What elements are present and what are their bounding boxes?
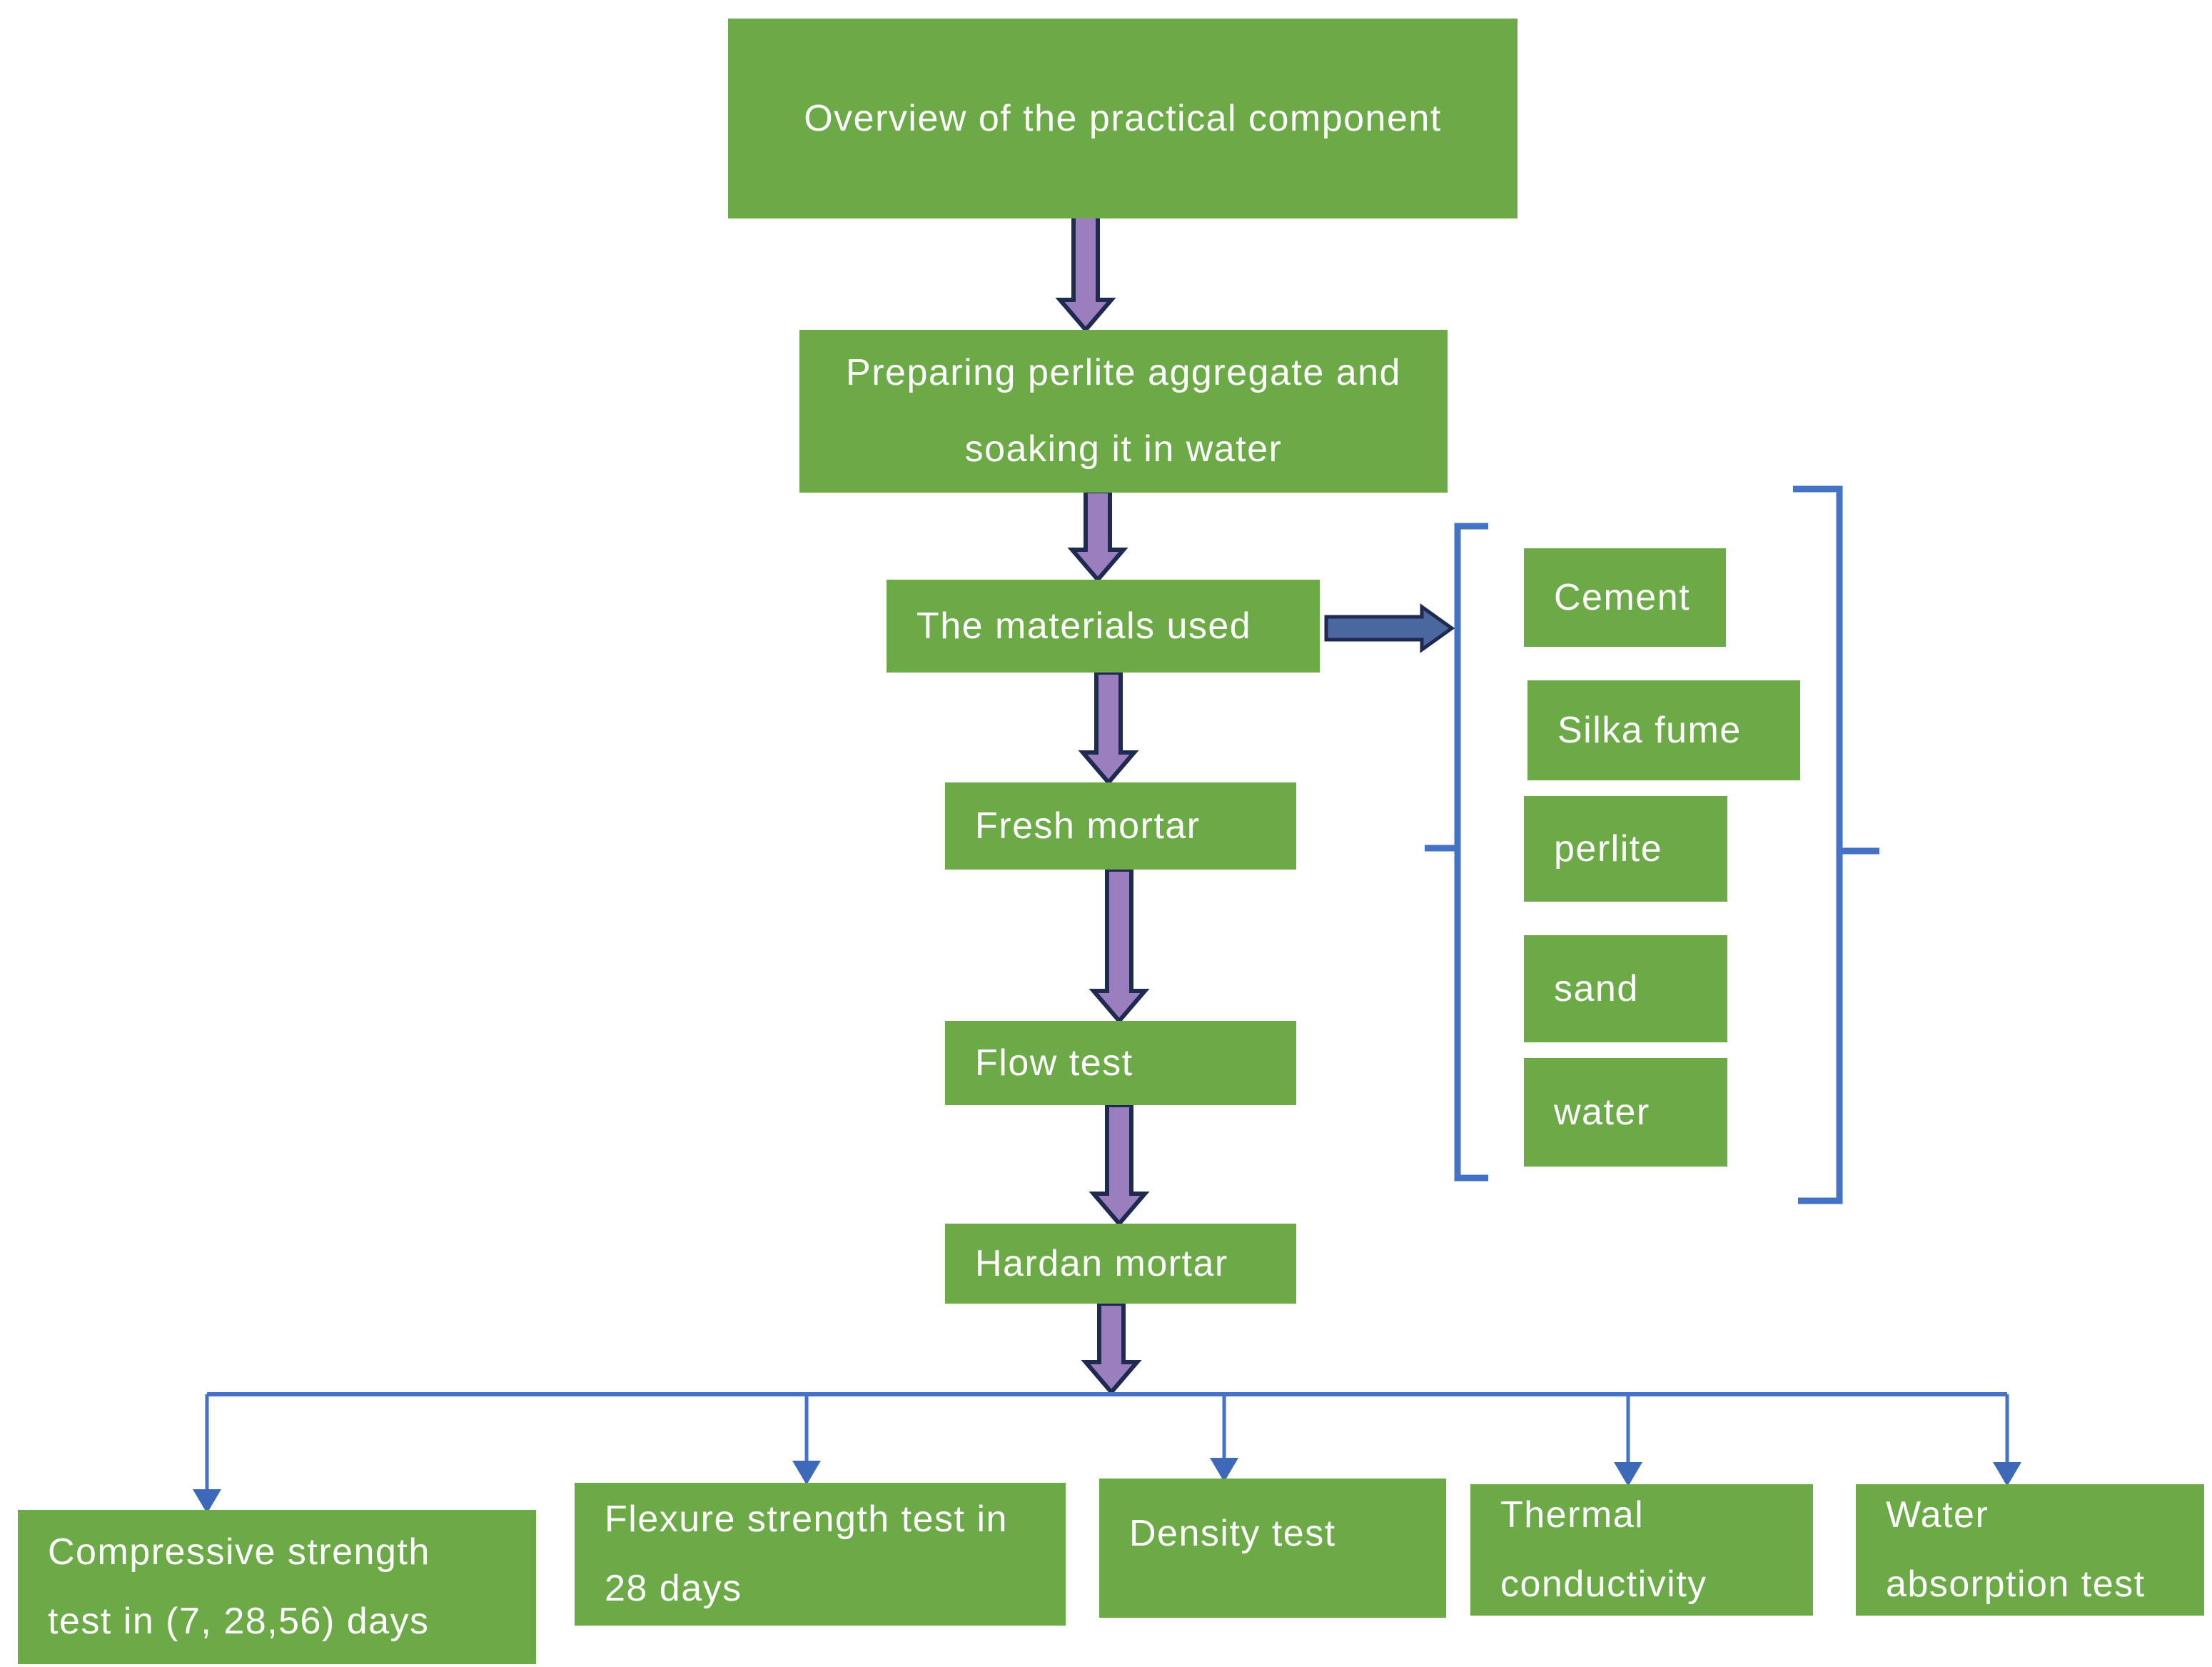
node-flexure-strength-test: Flexure strength test in 28 days bbox=[575, 1483, 1066, 1626]
branch-arrowhead-density bbox=[1210, 1458, 1238, 1482]
node-sand-label: sand bbox=[1554, 967, 1639, 1009]
node-overview: Overview of the practical component bbox=[728, 19, 1517, 218]
water-absorption-line1: Water bbox=[1886, 1494, 1989, 1536]
branch-arrowhead-compressive bbox=[193, 1489, 221, 1514]
node-materials-used-label: The materials used bbox=[916, 605, 1252, 647]
node-density-test: Density test bbox=[1099, 1479, 1446, 1618]
thermal-test-line2: conductivity bbox=[1500, 1563, 1707, 1605]
branch-arrowhead-water-absorption bbox=[1993, 1462, 2021, 1486]
node-hardan-mortar: Hardan mortar bbox=[945, 1224, 1296, 1304]
water-absorption-line2: absorption test bbox=[1886, 1563, 2146, 1605]
branch-arrowhead-flexure bbox=[792, 1461, 821, 1485]
arrow-flow-test-to-hardan-mortar bbox=[1089, 1103, 1150, 1227]
node-water: water bbox=[1524, 1058, 1727, 1167]
node-cement: Cement bbox=[1524, 548, 1726, 647]
node-silka-fume-label: Silka fume bbox=[1557, 709, 1742, 751]
node-compressive-strength-test: Compressive strength test in (7, 28,56) … bbox=[18, 1510, 536, 1664]
node-materials-used: The materials used bbox=[887, 580, 1320, 673]
density-test-label: Density test bbox=[1129, 1513, 1336, 1555]
materials-bracket-right bbox=[1793, 485, 1879, 1204]
arrow-overview-to-preparing bbox=[1055, 213, 1116, 333]
node-flow-test-label: Flow test bbox=[975, 1042, 1133, 1084]
node-thermal-conductivity-test: Thermal conductivity bbox=[1470, 1484, 1813, 1616]
flexure-test-line1: Flexure strength test in bbox=[605, 1499, 1008, 1541]
node-silka-fume: Silka fume bbox=[1527, 680, 1800, 780]
node-water-absorption-test: Water absorption test bbox=[1856, 1484, 2204, 1616]
node-flow-test: Flow test bbox=[945, 1021, 1296, 1105]
arrow-preparing-to-materials bbox=[1067, 489, 1128, 583]
flexure-test-line2: 28 days bbox=[605, 1568, 742, 1609]
arrow-materials-to-fresh-mortar bbox=[1078, 670, 1139, 786]
thermal-test-line1: Thermal bbox=[1500, 1494, 1645, 1536]
arrow-fresh-mortar-to-flow-test bbox=[1089, 867, 1150, 1024]
node-fresh-mortar: Fresh mortar bbox=[945, 782, 1296, 870]
node-preparing-line2: soaking it in water bbox=[964, 428, 1283, 470]
node-sand: sand bbox=[1524, 935, 1727, 1042]
node-cement-label: Cement bbox=[1554, 576, 1691, 618]
node-perlite-label: perlite bbox=[1554, 827, 1663, 870]
node-perlite: perlite bbox=[1524, 796, 1727, 902]
materials-bracket-left bbox=[1425, 523, 1488, 1182]
branch-arrowhead-thermal bbox=[1614, 1462, 1642, 1486]
node-fresh-mortar-label: Fresh mortar bbox=[975, 805, 1201, 847]
node-overview-label: Overview of the practical component bbox=[804, 97, 1442, 139]
arrow-materials-to-list bbox=[1324, 603, 1455, 653]
node-preparing-line1: Preparing perlite aggregate and bbox=[846, 352, 1401, 394]
node-preparing-perlite: Preparing perlite aggregate and soaking … bbox=[799, 330, 1448, 493]
arrow-hardan-mortar-to-branch bbox=[1081, 1301, 1142, 1396]
node-water-label: water bbox=[1554, 1091, 1650, 1133]
compressive-test-line2: test in (7, 28,56) days bbox=[48, 1601, 430, 1642]
node-hardan-mortar-label: Hardan mortar bbox=[975, 1242, 1228, 1284]
compressive-test-line1: Compressive strength bbox=[48, 1531, 430, 1573]
